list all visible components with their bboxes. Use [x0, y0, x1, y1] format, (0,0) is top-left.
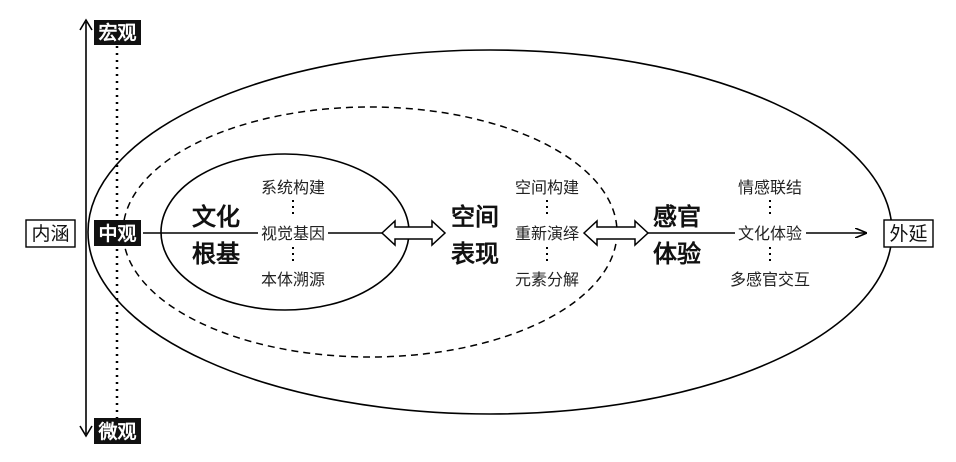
- meso-label-box: [94, 220, 141, 246]
- extension-label-box: [883, 219, 934, 248]
- layer1-item-middle: 视觉基因: [261, 224, 325, 243]
- layer3-title-line1: 感官: [653, 203, 701, 231]
- layer3-title-line2: 体验: [653, 240, 701, 268]
- micro-label: 微观: [97, 420, 136, 443]
- layer2-item-top: 空间构建: [515, 178, 579, 197]
- axis-arrow-down-icon: [79, 425, 93, 438]
- double-arrow-2-icon: [582, 219, 650, 247]
- layer2-title-line2: 表现: [451, 240, 499, 268]
- layer2-item-bottom: 元素分解: [515, 270, 579, 289]
- micro-label-box: [94, 418, 141, 444]
- macro-label: 宏观: [98, 21, 136, 44]
- layer1-title-line2: 根基: [192, 240, 241, 268]
- extension-label: 外延: [889, 223, 927, 245]
- double-arrow-1-icon: [380, 219, 447, 247]
- layer3-item-top: 情感联结: [738, 178, 802, 197]
- layer1-item-bottom: 本体溯源: [261, 270, 325, 289]
- axis-arrow-up-icon: [79, 18, 93, 31]
- connotation-label: 内涵: [31, 223, 69, 245]
- layer2-item-middle: 重新演绎: [515, 224, 579, 243]
- layer3-item-bottom: 多感官交互: [730, 270, 810, 289]
- meso-label: 中观: [98, 222, 136, 245]
- layer2-title-line1: 空间: [451, 203, 499, 231]
- connotation-label-box: [25, 219, 76, 248]
- layer1-title-line1: 文化: [192, 203, 240, 231]
- layer3-item-middle: 文化体验: [738, 224, 802, 243]
- macro-label-box: [94, 20, 141, 45]
- layer1-item-top: 系统构建: [261, 178, 325, 197]
